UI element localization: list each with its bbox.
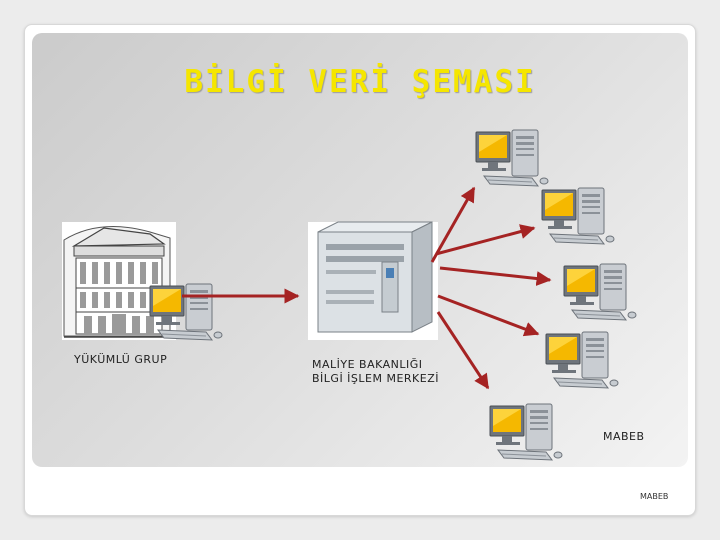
desktop-computer-icon (541, 187, 615, 245)
arrow-center-to-target-1 (430, 186, 476, 263)
desktop-computer-icon (489, 403, 563, 461)
target-computers (475, 129, 637, 461)
bank-building-icon (62, 222, 176, 340)
flow-arrows (182, 186, 552, 390)
center-label-line-1: MALİYE BAKANLIĞI (312, 358, 423, 371)
slide-footer: MABEB (640, 492, 669, 501)
arrow-center-to-target-5 (436, 311, 490, 390)
desktop-computer-icon (563, 263, 637, 321)
source-label: YÜKÜMLÜ GRUP (74, 353, 168, 366)
slide-title: BİLGİ VERİ ŞEMASI (184, 64, 536, 100)
desktop-computer-icon (149, 283, 223, 341)
center-label: MALİYE BAKANLIĞI BİLGİ İŞLEM MERKEZİ (312, 358, 439, 386)
targets-label: MABEB (603, 430, 645, 443)
desktop-computer-icon (545, 331, 619, 389)
server-tower-icon (308, 221, 438, 340)
arrow-center-to-target-2 (435, 224, 536, 256)
arrow-center-to-target-4 (437, 294, 540, 337)
desktop-computer-icon (475, 129, 549, 187)
center-label-line-2: BİLGİ İŞLEM MERKEZİ (312, 372, 440, 385)
arrow-center-to-target-3 (439, 266, 552, 286)
